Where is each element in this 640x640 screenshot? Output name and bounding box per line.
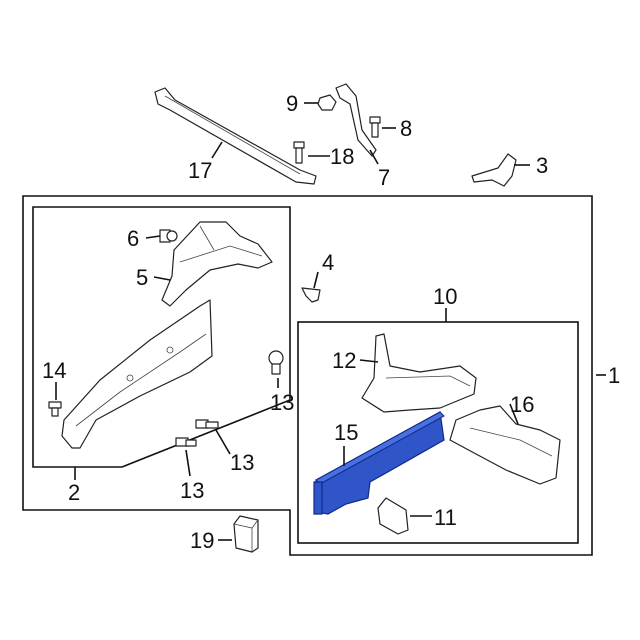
callout-8: 8 (400, 116, 412, 141)
callout-19: 19 (190, 528, 214, 553)
callout-13-upper: 13 (270, 390, 294, 415)
callout-9: 9 (286, 91, 298, 116)
part-4-clip (301, 287, 321, 303)
callout-13-middle: 13 (230, 450, 254, 475)
part-13-bolt-middle (195, 419, 219, 429)
callout-1: 1 (608, 363, 620, 388)
callout-14: 14 (42, 358, 66, 383)
assembly-frame-10 (297, 321, 579, 544)
part-15-frame-rail-highlighted (313, 411, 445, 515)
part-16-rail-rear (449, 405, 561, 485)
callout-10: 10 (433, 284, 457, 309)
part-18-bolt (293, 141, 305, 164)
callout-17: 17 (188, 158, 212, 183)
part-5-wheelhouse (161, 221, 273, 307)
callout-6: 6 (127, 226, 139, 251)
part-12-rail-extension (361, 333, 477, 413)
callout-3: 3 (536, 153, 548, 178)
callout-16: 16 (510, 392, 534, 417)
callout-7: 7 (378, 165, 390, 190)
part-14-bolt (48, 401, 62, 417)
part-7-brace (335, 83, 377, 157)
part-8-bolt (369, 116, 381, 138)
part-17-radiator-support-bar (154, 87, 317, 185)
part-9-nut (317, 94, 337, 111)
part-2-apron-rail (61, 299, 213, 449)
part-13-bolt-lower (175, 437, 197, 447)
assembly-frame-2 (32, 206, 291, 468)
callout-5: 5 (136, 265, 148, 290)
leader-lines (55, 102, 606, 541)
callout-11: 11 (434, 505, 457, 530)
callout-18: 18 (330, 144, 354, 169)
callout-15: 15 (334, 420, 358, 445)
part-19-block (233, 515, 259, 553)
callout-13-lower: 13 (180, 478, 204, 503)
assembly-frame-1 (22, 195, 593, 556)
part-6-bolt (159, 229, 178, 243)
part-11-bracket (377, 497, 409, 535)
part-3-bracket (471, 153, 517, 187)
callout-4: 4 (322, 250, 334, 275)
callout-12: 12 (332, 348, 356, 373)
callout-2: 2 (68, 480, 80, 505)
part-13-bolt-upper (268, 350, 284, 375)
